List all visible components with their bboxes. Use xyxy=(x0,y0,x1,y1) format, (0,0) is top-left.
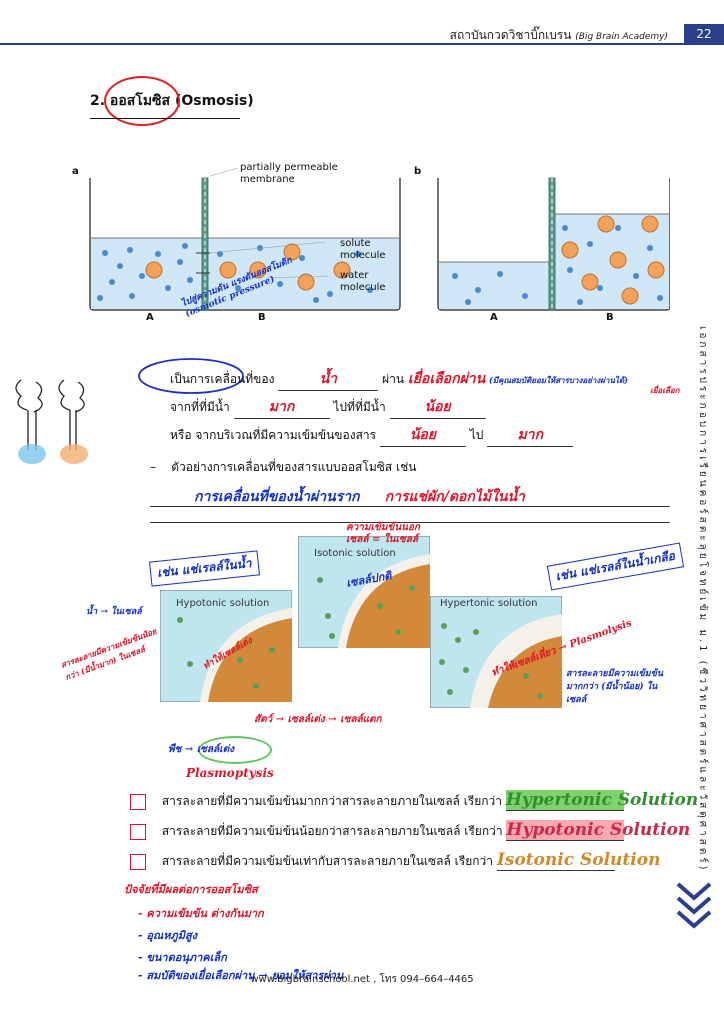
root-sketch-icon xyxy=(15,379,88,464)
factor-item-2: - อุณหภูมิสูง xyxy=(138,929,198,942)
isotonic-cell-diagram xyxy=(298,536,430,648)
example-bullet: – xyxy=(150,460,156,474)
side-a-label: A xyxy=(146,312,154,323)
example-text: ตัวอย่างการเคลื่อนที่ของสารแบบออสโมซิส เ… xyxy=(171,460,417,474)
note-plant: พืช → เซลล์เต่ง xyxy=(168,744,234,755)
definition-line-2: จากที่ที่มีน้ำ มาก ไปที่ที่มีน้ำ น้อย xyxy=(170,396,486,419)
hypotonic-cell-diagram xyxy=(160,590,292,702)
question-1-box xyxy=(130,793,146,810)
note-left-conc: สารละลายมีความเข้มข้นน้อยกว่า (มีน้ำมาก)… xyxy=(59,625,158,683)
example-answer-2: การแช่ผัก/ดอกไม้ในน้ำ xyxy=(384,489,525,505)
isotonic-title: Isotonic solution xyxy=(314,548,396,559)
page-number: 22 xyxy=(684,24,724,44)
note-hyper: สารละลายมีความเข้มข้นมากกว่า (มีน้ำน้อย)… xyxy=(566,669,664,705)
solute-label: solute molecule xyxy=(340,238,386,261)
question-1: สารละลายที่มีความเข้มข้นมากกว่าสารละลายภ… xyxy=(130,790,699,811)
question-3-text: สารละลายที่มีความเข้มข้นเท่ากับสารละลายภ… xyxy=(161,854,494,868)
note-left-box: เช่น แช่เรลล์ในน้ำ xyxy=(148,550,260,587)
section-underline xyxy=(90,118,240,119)
def-fill-membrane: เยื่อเลือกผ่าน xyxy=(407,371,486,387)
hypertonic-cell-diagram xyxy=(430,596,562,708)
side-b-label: B xyxy=(258,312,266,323)
note-right-box: เช่น แช่เรลล์ในน้ำเกลือ xyxy=(546,542,684,591)
question-2: สารละลายที่มีความเข้มข้นน้อยกว่าสารละลาย… xyxy=(130,820,691,841)
osmosis-figure xyxy=(89,167,670,311)
def-line3-mid: ไป xyxy=(469,428,484,442)
panel-a-letter: a xyxy=(72,166,79,177)
side-a-label-b: A xyxy=(490,312,498,323)
annotation-green-ellipse xyxy=(198,736,272,764)
def-fill-high: มาก xyxy=(487,424,574,447)
factor-item-4: - สมบัติของเยื่อเลือกผ่าน → ยอมให้สารผ่า… xyxy=(138,969,344,982)
side-b-label-b: B xyxy=(606,312,614,323)
factor-item-3: - ขนาดอนุภาคเล็ก xyxy=(138,951,227,964)
question-2-text: สารละลายที่มีความเข้มข้นน้อยกว่าสารละลาย… xyxy=(161,824,503,838)
sidebar-vertical-text: เอกสารประกอบการเรียนคอร์สตะลุยโจทย์เข้ม … xyxy=(697,326,708,873)
def-fill-little: น้อย xyxy=(389,396,486,419)
question-3-answer: Isotonic Solution xyxy=(496,850,661,871)
note-burst: สัตว์ → เซลล์เต่ง → เซลล์แตก xyxy=(254,714,382,725)
def-line1-mid: ผ่าน xyxy=(382,372,405,386)
chevron-down-icon xyxy=(676,882,712,929)
example-answer-1: การเคลื่อนที่ของน้ำผ่านราก xyxy=(194,489,360,505)
hypotonic-title: Hypotonic solution xyxy=(176,598,270,609)
hypertonic-title: Hypertonic solution xyxy=(440,598,538,609)
question-2-answer: Hypotonic Solution xyxy=(506,820,691,841)
question-3-box xyxy=(130,853,146,870)
note-water-in: น้ำ → ในเซลล์ xyxy=(86,607,142,617)
example-answer-line-2 xyxy=(150,504,670,523)
def-note: (มีคุณสมบัติยอมให้สารบางอย่างผ่านได้) xyxy=(489,375,628,385)
annotation-ellipse xyxy=(138,358,244,394)
def-fill-low: น้อย xyxy=(379,424,466,447)
header-rule xyxy=(0,43,724,45)
def-line2-mid: ไปที่ที่มีน้ำ xyxy=(333,400,386,414)
panel-b-letter: b xyxy=(414,166,422,177)
def-line3-prefix: หรือ จากบริเวณที่มีความเข้มข้นของสาร xyxy=(170,428,377,442)
annotation-circle xyxy=(104,76,180,126)
def-fill-much: มาก xyxy=(233,396,330,419)
example-answer-line-1: การเคลื่อนที่ของน้ำผ่านราก การแช่ผัก/ดอก… xyxy=(150,486,670,507)
header-title-en: (Big Brain Academy) xyxy=(575,32,668,42)
question-1-answer: Hypertonic Solution xyxy=(505,790,699,811)
note-plasmoptysis: Plasmoptysis xyxy=(186,766,274,780)
def-fill-water: น้ำ xyxy=(278,368,379,391)
factor-item-1: - ความเข้มข้น ต่างกันมาก xyxy=(138,907,264,920)
question-3: สารละลายที่มีความเข้มข้นเท่ากับสารละลายภ… xyxy=(130,850,661,871)
note-iso-top: ความเข้มข้นนอกเซลล์ = ในเซลล์ xyxy=(346,522,420,545)
factors-title: ปัจจัยที่มีผลต่อการออสโมซิส xyxy=(124,883,258,896)
header-title: สถาบันกวดวิชาบิ๊กเบรน (Big Brain Academy… xyxy=(450,26,668,45)
def-line1-prefix: เป็นการเคลื่อนที่ของ xyxy=(170,372,275,386)
def-note-2: เยื่อเลือก xyxy=(650,385,680,395)
definition-line-1: เป็นการเคลื่อนที่ของ น้ำ ผ่าน เยื่อเลือก… xyxy=(170,368,628,391)
example-line: – ตัวอย่างการเคลื่อนที่ของสารแบบออสโมซิส… xyxy=(150,458,416,477)
question-2-box xyxy=(130,823,146,840)
def-line2-prefix: จากที่ที่มีน้ำ xyxy=(170,400,230,414)
definition-line-3: หรือ จากบริเวณที่มีความเข้มข้นของสาร น้อ… xyxy=(170,424,574,447)
membrane-label: partially permeable membrane xyxy=(240,162,338,185)
footer-contact: www.bigbrainschool.net , โทร 094–664–446… xyxy=(250,974,474,985)
question-1-text: สารละลายที่มีความเข้มข้นมากกว่าสารละลายภ… xyxy=(161,794,503,808)
header-title-th: สถาบันกวดวิชาบิ๊กเบรน xyxy=(449,28,572,42)
water-label: water molecule xyxy=(340,270,386,293)
